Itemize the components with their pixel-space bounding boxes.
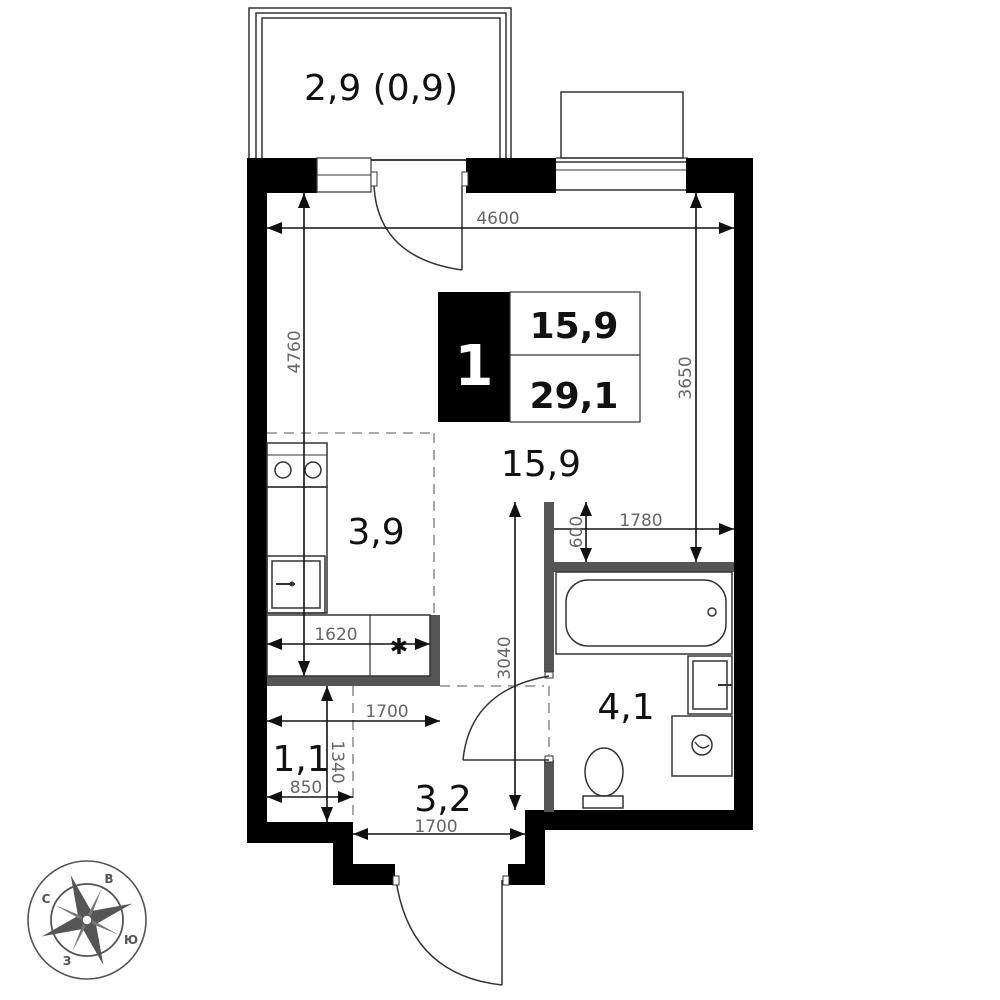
room-closet-area: 1,1 <box>272 739 329 780</box>
snowflake-icon: ✱ <box>390 635 408 660</box>
dim-hall-width: 1700 <box>365 702 408 722</box>
room-kitchen-area: 3,9 <box>347 512 404 553</box>
dim-kitchen-width: 1620 <box>314 625 357 645</box>
stove-burner-icon <box>274 461 292 479</box>
entrance-door[interactable] <box>392 875 510 986</box>
room-bathroom-area: 4,1 <box>597 687 654 728</box>
badge-total-area: 29,1 <box>530 376 619 417</box>
dim-width-main: 4600 <box>476 209 519 229</box>
dim-height-left: 4760 <box>285 330 305 373</box>
compass-east-label: В <box>104 872 113 886</box>
badge-rooms-count: 1 <box>455 334 494 399</box>
toilet-icon <box>582 747 624 809</box>
balcony <box>248 7 512 161</box>
compass-rose-icon: С В Ю З <box>27 860 147 980</box>
balcony-door-frame <box>316 157 469 193</box>
exterior-walls <box>247 158 753 885</box>
area-badge: 1 15,9 29,1 <box>438 291 641 423</box>
interior-partitions <box>267 502 734 812</box>
kitchen-fixtures: ✱ <box>266 442 431 677</box>
room-main-area: 15,9 <box>501 444 581 485</box>
bathtub-icon <box>555 571 733 655</box>
dim-closet-height: 1340 <box>327 740 347 783</box>
bathroom-fixtures <box>555 571 733 809</box>
compass-west-label: З <box>63 954 72 968</box>
room-hall-area: 3,2 <box>414 779 471 820</box>
compass-north-label: С <box>42 892 51 906</box>
dim-bath-offset: 600 <box>567 516 587 548</box>
dim-closet-width: 850 <box>290 778 322 798</box>
dim-bath-width: 1780 <box>619 511 662 531</box>
window-unit <box>552 91 690 191</box>
badge-living-area: 15,9 <box>530 306 619 347</box>
dim-entrance-width: 1700 <box>414 817 457 837</box>
sink-icon <box>266 555 326 614</box>
zone-dashes <box>267 432 550 822</box>
room-balcony-area: 2,9 (0,9) <box>304 68 458 109</box>
dim-corridor-height: 3040 <box>495 636 515 679</box>
stove-burner-icon <box>304 461 322 479</box>
washing-machine-icon <box>671 715 733 777</box>
bathroom-door[interactable] <box>462 675 550 761</box>
dimension-lines <box>267 193 734 840</box>
compass-south-label: Ю <box>124 933 138 947</box>
dim-height-right: 3650 <box>676 356 696 399</box>
